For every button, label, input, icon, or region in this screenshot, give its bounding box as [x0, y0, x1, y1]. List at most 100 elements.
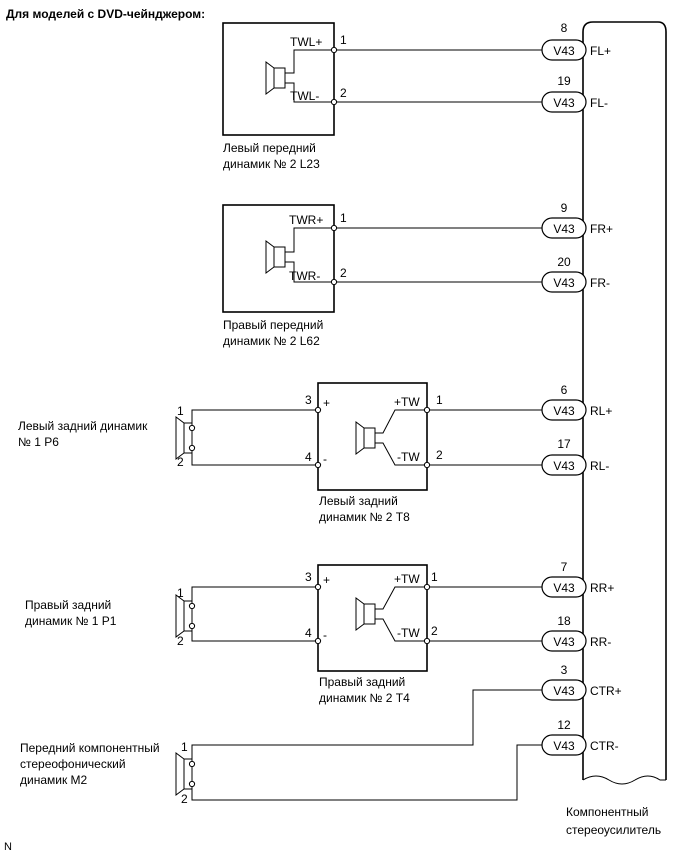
- connector-fl-pos: 8 V43 FL+: [541, 21, 611, 61]
- connector-rl-pos: 6 V43 RL+: [541, 383, 612, 421]
- diagram-header: Для моделей с DVD-чейнджером:: [6, 7, 205, 21]
- speaker-icon: [355, 597, 376, 631]
- connector-label: V43: [553, 222, 575, 236]
- amplifier-body: [582, 21, 667, 785]
- connector-label: V43: [553, 684, 575, 698]
- speaker-label-line2: динамик № 1 P1: [25, 614, 117, 628]
- speaker-label-line1: Левый передний: [223, 141, 316, 155]
- terminal-twl-pos: TWL+: [290, 35, 322, 49]
- pin-label: 1: [177, 586, 184, 600]
- terminal-label: FL+: [590, 44, 611, 58]
- terminal-label: FL-: [590, 96, 608, 110]
- speaker-icon: [265, 240, 286, 274]
- pin-label: 1: [340, 33, 347, 47]
- speaker-icon: [265, 61, 286, 95]
- terminal-tw-neg: -TW: [397, 626, 420, 640]
- connector-label: V43: [553, 581, 575, 595]
- terminal-tw-pos: +TW: [394, 395, 420, 409]
- terminal-tw-pos: +TW: [394, 572, 420, 586]
- pin-label: 7: [561, 560, 568, 574]
- terminal-label: CTR+: [590, 684, 622, 698]
- pin-label: 18: [557, 614, 571, 628]
- connector-label: V43: [553, 276, 575, 290]
- speaker-label-line2: динамик № 2 T4: [319, 691, 410, 705]
- speaker-icon: [175, 752, 193, 796]
- speaker-label-line2: динамик № 2 T8: [319, 510, 410, 524]
- speaker-rear-right-2: [317, 564, 428, 672]
- connector-ctr-pos: 3 V43 CTR+: [541, 663, 622, 701]
- speaker-label-line2: № 1 P6: [18, 435, 59, 449]
- pin-label: 6: [561, 383, 568, 397]
- pin-label: 2: [177, 455, 184, 469]
- pin-label: 17: [557, 437, 571, 451]
- pin-label: 12: [557, 718, 571, 732]
- speaker-rear-right-1: [175, 586, 318, 642]
- speaker-icon: [175, 594, 193, 638]
- speaker-front-right-tweeter: [222, 204, 335, 313]
- terminal-label: CTR-: [590, 739, 619, 753]
- pin-label: 1: [181, 740, 188, 754]
- pin-label: 2: [340, 86, 347, 100]
- terminal-minus: -: [323, 452, 327, 466]
- terminal-label: FR+: [590, 222, 613, 236]
- pin-label: 3: [305, 570, 312, 584]
- speaker-label-line1: Правый передний: [223, 318, 323, 332]
- wire-harness: [334, 49, 542, 642]
- terminal-label: RL+: [590, 404, 612, 418]
- connector-rl-neg: 17 V43 RL-: [541, 437, 609, 476]
- terminal-label: RL-: [590, 459, 609, 473]
- pin-label: 2: [436, 448, 443, 462]
- connector-fr-neg: 20 V43 FR-: [541, 255, 610, 293]
- speaker-label-line3: динамик M2: [20, 773, 88, 787]
- amplifier-label-line2: стереоусилитель: [566, 823, 661, 837]
- terminal-dots: [188, 46, 431, 788]
- pin-label: 2: [431, 624, 438, 638]
- speaker-front-left-tweeter: [222, 22, 335, 136]
- connector-label: V43: [553, 739, 575, 753]
- pin-label: 2: [181, 792, 188, 806]
- connector-ctr-neg: 12 V43 CTR-: [541, 718, 619, 756]
- speaker-label-line1: Правый задний: [319, 675, 405, 689]
- speaker-label-line1: Правый задний: [25, 598, 111, 612]
- terminal-label: RR+: [590, 581, 614, 595]
- connector-label: V43: [553, 404, 575, 418]
- connector-label: V43: [553, 459, 575, 473]
- speaker-rear-left-1: [175, 409, 318, 466]
- pin-label: 19: [557, 74, 571, 88]
- connector-rr-neg: 18 V43 RR-: [541, 614, 611, 652]
- connector-fl-neg: 19 V43 FL-: [541, 74, 608, 113]
- pin-label: 9: [561, 201, 568, 215]
- connector-label: V43: [553, 44, 575, 58]
- pin-label: 4: [305, 626, 312, 640]
- terminal-label: FR-: [590, 276, 610, 290]
- speaker-label-line2: динамик № 2 L62: [223, 334, 320, 348]
- pin-label: 3: [305, 393, 312, 407]
- speaker-icon: [355, 421, 376, 455]
- speaker-label-line2: динамик № 2 L23: [223, 157, 320, 171]
- speaker-front-center: [175, 689, 542, 801]
- terminal-twr-pos: TWR+: [289, 213, 323, 227]
- pin-label: 2: [177, 634, 184, 648]
- terminal-plus: +: [323, 396, 330, 410]
- connector-label: V43: [553, 635, 575, 649]
- pin-label: 1: [340, 211, 347, 225]
- pin-label: 8: [561, 21, 568, 35]
- terminal-plus: +: [323, 573, 330, 587]
- pin-label: 1: [431, 570, 438, 584]
- speaker-rear-left-2: [317, 382, 428, 491]
- speaker-label-line1: Левый задний динамик: [18, 419, 148, 433]
- amplifier-label-line1: Компонентный: [566, 805, 648, 819]
- pin-label: 4: [305, 450, 312, 464]
- speaker-label-line2: стереофонический: [20, 757, 126, 771]
- pin-label: 20: [557, 255, 571, 269]
- footer-code: N: [4, 841, 12, 853]
- connector-label: V43: [553, 96, 575, 110]
- terminal-label: RR-: [590, 635, 611, 649]
- pin-label: 1: [436, 393, 443, 407]
- terminal-minus: -: [323, 628, 327, 642]
- terminal-twr-neg: TWR-: [289, 269, 320, 283]
- terminal-tw-neg: -TW: [397, 450, 420, 464]
- speaker-label-line1: Передний компонентный: [20, 741, 160, 755]
- connector-fr-pos: 9 V43 FR+: [541, 201, 613, 239]
